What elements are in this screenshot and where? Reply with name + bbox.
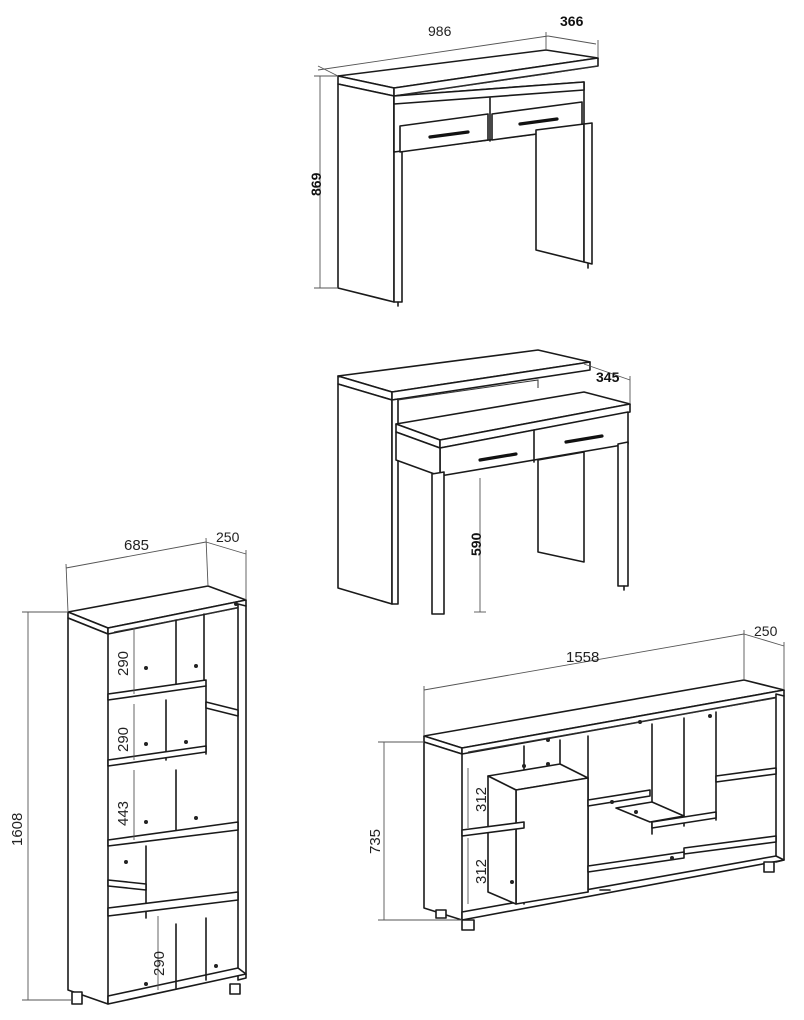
bookcase-width-label: 685 — [124, 537, 149, 554]
sideboard-height-dim: 735 — [367, 741, 462, 921]
desk-closed-height-dim: 869 — [308, 75, 338, 289]
bookcase-depth-label: 250 — [216, 529, 240, 545]
desk-extended-height-label: 590 — [468, 532, 484, 556]
bookcase-width-dim: 685 — [65, 537, 209, 613]
desk-extended-drawing: 345 590 — [337, 349, 631, 615]
sideboard-shelf-label-1: 312 — [473, 787, 490, 812]
sideboard-drawing: 312 312 1558 250 735 — [367, 623, 785, 931]
desk-extended-height-dim: 590 — [468, 478, 486, 613]
sideboard-width-dim: 1558 — [423, 630, 745, 736]
sideboard-height-label: 735 — [367, 829, 384, 854]
desk-closed-drawing: 986 366 869 — [308, 13, 599, 307]
sideboard-depth-dim: 250 — [743, 623, 785, 690]
bookcase-shelf-label-3: 443 — [115, 801, 132, 826]
bookcase-depth-dim: 250 — [205, 529, 247, 600]
bookcase-height-label: 1608 — [9, 813, 26, 846]
desk-extended-depth-label: 345 — [596, 369, 620, 385]
desk-closed-width-label: 986 — [428, 23, 452, 39]
desk-closed-depth-dim: 366 — [547, 13, 599, 58]
bookcase-shelf-label-2: 290 — [115, 727, 132, 752]
bookcase-shelf-label-4: 290 — [151, 951, 168, 976]
desk-extended-depth-dim: 345 — [583, 363, 631, 404]
desk-closed-height-label: 869 — [308, 172, 324, 196]
desk-closed-depth-label: 366 — [560, 13, 584, 29]
bookcase-drawing: 290 290 443 290 685 250 1608 — [9, 529, 247, 1005]
sideboard-width-label: 1558 — [566, 649, 599, 666]
bookcase-shelf-label-1: 290 — [115, 651, 132, 676]
desk-closed-width-dim: 986 — [317, 23, 549, 77]
bookcase-height-dim: 1608 — [9, 611, 72, 1001]
sideboard-shelf-label-2: 312 — [473, 859, 490, 884]
sideboard-depth-label: 250 — [754, 623, 778, 639]
